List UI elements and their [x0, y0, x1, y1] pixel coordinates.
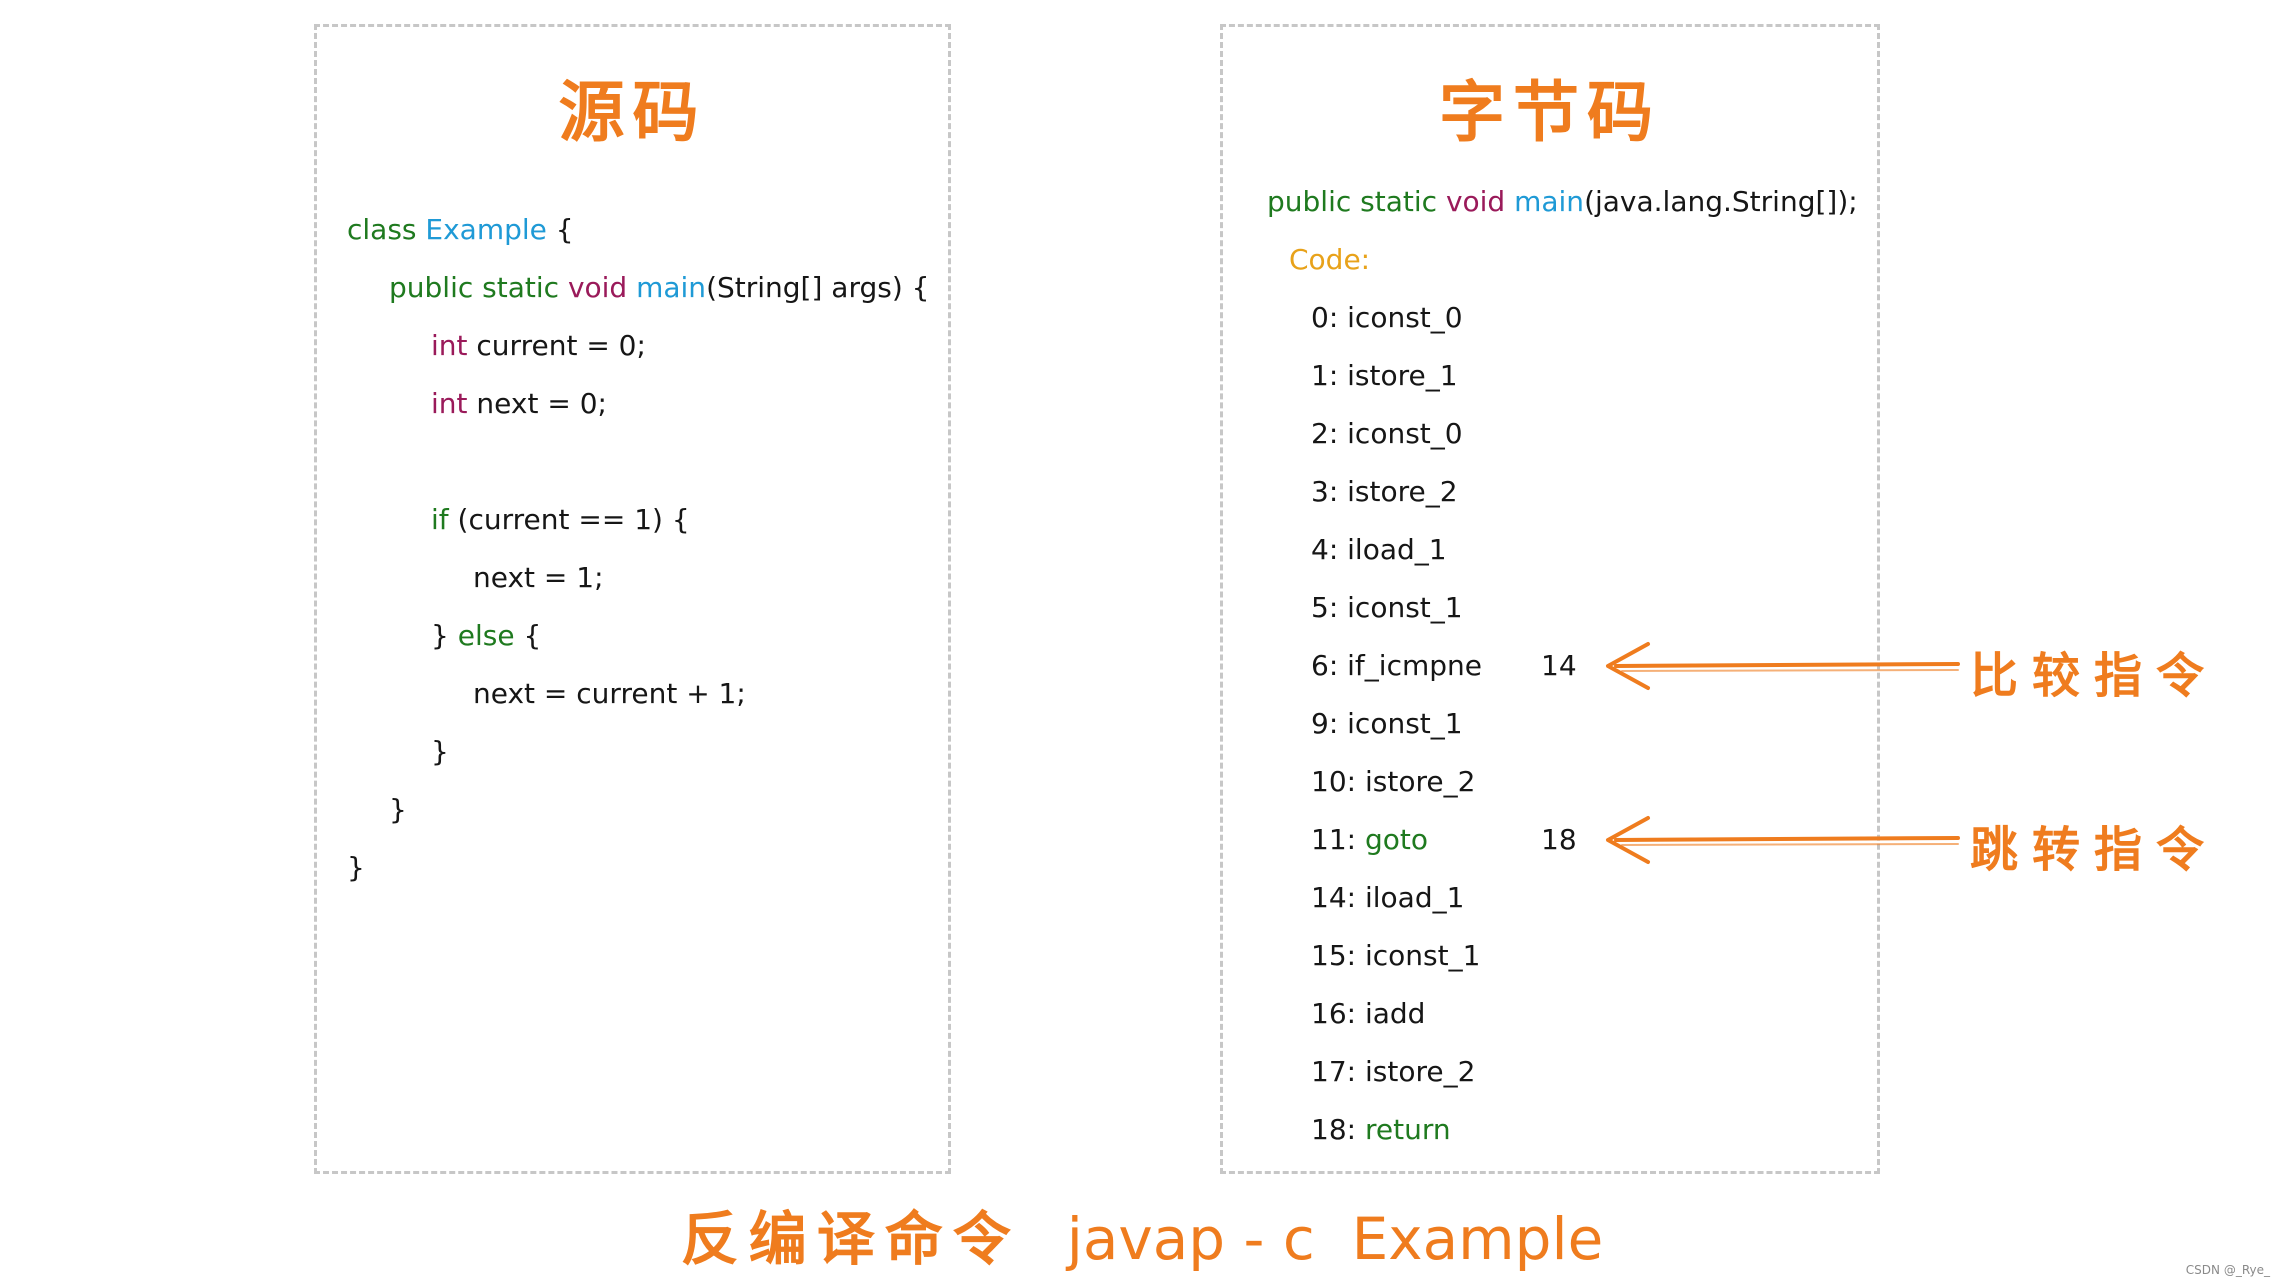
- source-line: if (current == 1) {: [431, 503, 690, 537]
- bytecode-instruction: 17: istore_2: [1311, 1055, 1475, 1089]
- code-token: void: [1445, 185, 1515, 218]
- code-token: }: [389, 793, 407, 826]
- instruction-opcode: istore_2: [1364, 1055, 1476, 1088]
- bytecode-instruction: 3: istore_2: [1311, 475, 1458, 509]
- source-line: }: [347, 851, 365, 885]
- bytecode-instruction: 11: goto: [1311, 823, 1428, 857]
- bytecode-instruction: 16: iadd: [1311, 997, 1425, 1031]
- source-line: public static void main(String[] args) {: [389, 271, 929, 305]
- code-token: }: [431, 735, 449, 768]
- instruction-offset: 16:: [1311, 997, 1365, 1030]
- bytecode-instruction: 0: iconst_0: [1311, 301, 1463, 335]
- code-token: void: [567, 271, 637, 304]
- code-token: public static: [1267, 185, 1446, 218]
- code-token: next = 1;: [473, 561, 604, 594]
- jump-instruction-label: 跳转指令: [1970, 822, 2219, 878]
- bytecode-signature: public static void main(java.lang.String…: [1267, 185, 1858, 219]
- instruction-opcode: istore_2: [1364, 765, 1476, 798]
- instruction-opcode: return: [1364, 1113, 1451, 1146]
- instruction-offset: 15:: [1311, 939, 1365, 972]
- code-token: int: [431, 329, 468, 362]
- source-line: class Example {: [347, 213, 574, 247]
- instruction-offset: 9:: [1311, 707, 1348, 740]
- source-line: int next = 0;: [431, 387, 607, 421]
- instruction-offset: 18:: [1311, 1113, 1365, 1146]
- instruction-argument: 14: [1541, 649, 1577, 682]
- bytecode-instruction: 18: return: [1311, 1113, 1451, 1147]
- bytecode-instruction: 10: istore_2: [1311, 765, 1475, 799]
- instruction-offset: 5:: [1311, 591, 1348, 624]
- code-token: {: [546, 213, 574, 246]
- code-token: (current == 1) {: [448, 503, 690, 536]
- bytecode-title: 字节码: [1439, 74, 1661, 151]
- code-token: public static: [389, 271, 568, 304]
- bytecode-instruction: 15: iconst_1: [1311, 939, 1480, 973]
- code-token: next = current + 1;: [473, 677, 746, 710]
- code-token: if: [431, 503, 449, 536]
- instruction-opcode: iadd: [1364, 997, 1426, 1030]
- instruction-opcode: istore_2: [1347, 475, 1458, 508]
- code-token: }: [431, 619, 458, 652]
- code-token: class: [347, 213, 426, 246]
- bytecode-instruction: 9: iconst_1: [1311, 707, 1463, 741]
- source-line: next = current + 1;: [473, 677, 746, 711]
- bytecode-panel: 字节码 public static void main(java.lang.St…: [1220, 24, 1880, 1174]
- instruction-offset: 6:: [1311, 649, 1348, 682]
- compare-instruction-label: 比较指令: [1970, 648, 2219, 704]
- decompile-command-text: javap - c Example: [1066, 1205, 1604, 1273]
- instruction-opcode: iconst_1: [1347, 707, 1463, 740]
- source-line: }: [389, 793, 407, 827]
- source-code-panel: 源码 class Example { public static void mai…: [314, 24, 951, 1174]
- code-token: }: [347, 851, 365, 884]
- instruction-offset: 2:: [1311, 417, 1348, 450]
- code-token: current = 0;: [467, 329, 646, 362]
- instruction-opcode: goto: [1364, 823, 1428, 856]
- instruction-opcode: iload_1: [1347, 533, 1447, 566]
- bytecode-instruction: 5: iconst_1: [1311, 591, 1463, 625]
- code-token: next = 0;: [467, 387, 607, 420]
- code-token: else: [457, 619, 515, 652]
- instruction-argument: 18: [1541, 823, 1577, 856]
- instruction-offset: 10:: [1311, 765, 1365, 798]
- instruction-opcode: iconst_1: [1364, 939, 1481, 972]
- bytecode-instruction: 6: if_icmpne: [1311, 649, 1482, 683]
- bytecode-instruction: 1: istore_1: [1311, 359, 1458, 393]
- code-token: Example: [425, 213, 547, 246]
- instruction-opcode: istore_1: [1347, 359, 1458, 392]
- code-token: (String[] args) {: [706, 271, 930, 304]
- instruction-offset: 1:: [1311, 359, 1348, 392]
- code-token: (java.lang.String[]);: [1584, 185, 1858, 218]
- code-token: int: [431, 387, 468, 420]
- instruction-opcode: if_icmpne: [1347, 649, 1482, 682]
- bytecode-instruction: 14: iload_1: [1311, 881, 1464, 915]
- source-line: next = 1;: [473, 561, 604, 595]
- code-token: {: [514, 619, 542, 652]
- source-line: }: [431, 735, 449, 769]
- instruction-offset: 0:: [1311, 301, 1348, 334]
- instruction-offset: 14:: [1311, 881, 1365, 914]
- instruction-opcode: iconst_0: [1347, 301, 1463, 334]
- watermark: CSDN @_Rye_: [2185, 1263, 2270, 1277]
- bytecode-code-label: Code:: [1289, 243, 1371, 276]
- instruction-offset: 11:: [1311, 823, 1365, 856]
- code-token: main: [636, 271, 707, 304]
- instruction-offset: 4:: [1311, 533, 1348, 566]
- instruction-opcode: iconst_1: [1347, 591, 1463, 624]
- instruction-offset: 3:: [1311, 475, 1348, 508]
- source-code-title: 源码: [558, 74, 707, 151]
- code-token: main: [1514, 185, 1585, 218]
- bytecode-instruction: 4: iload_1: [1311, 533, 1447, 567]
- source-line: } else {: [431, 619, 541, 653]
- bytecode-instruction: 2: iconst_0: [1311, 417, 1463, 451]
- instruction-offset: 17:: [1311, 1055, 1365, 1088]
- source-line: int current = 0;: [431, 329, 646, 363]
- decompile-command-label: 反编译命令: [680, 1205, 1021, 1273]
- instruction-opcode: iconst_0: [1347, 417, 1463, 450]
- decompile-command: 反编译命令 javap - c Example: [0, 1192, 2284, 1276]
- instruction-opcode: iload_1: [1364, 881, 1465, 914]
